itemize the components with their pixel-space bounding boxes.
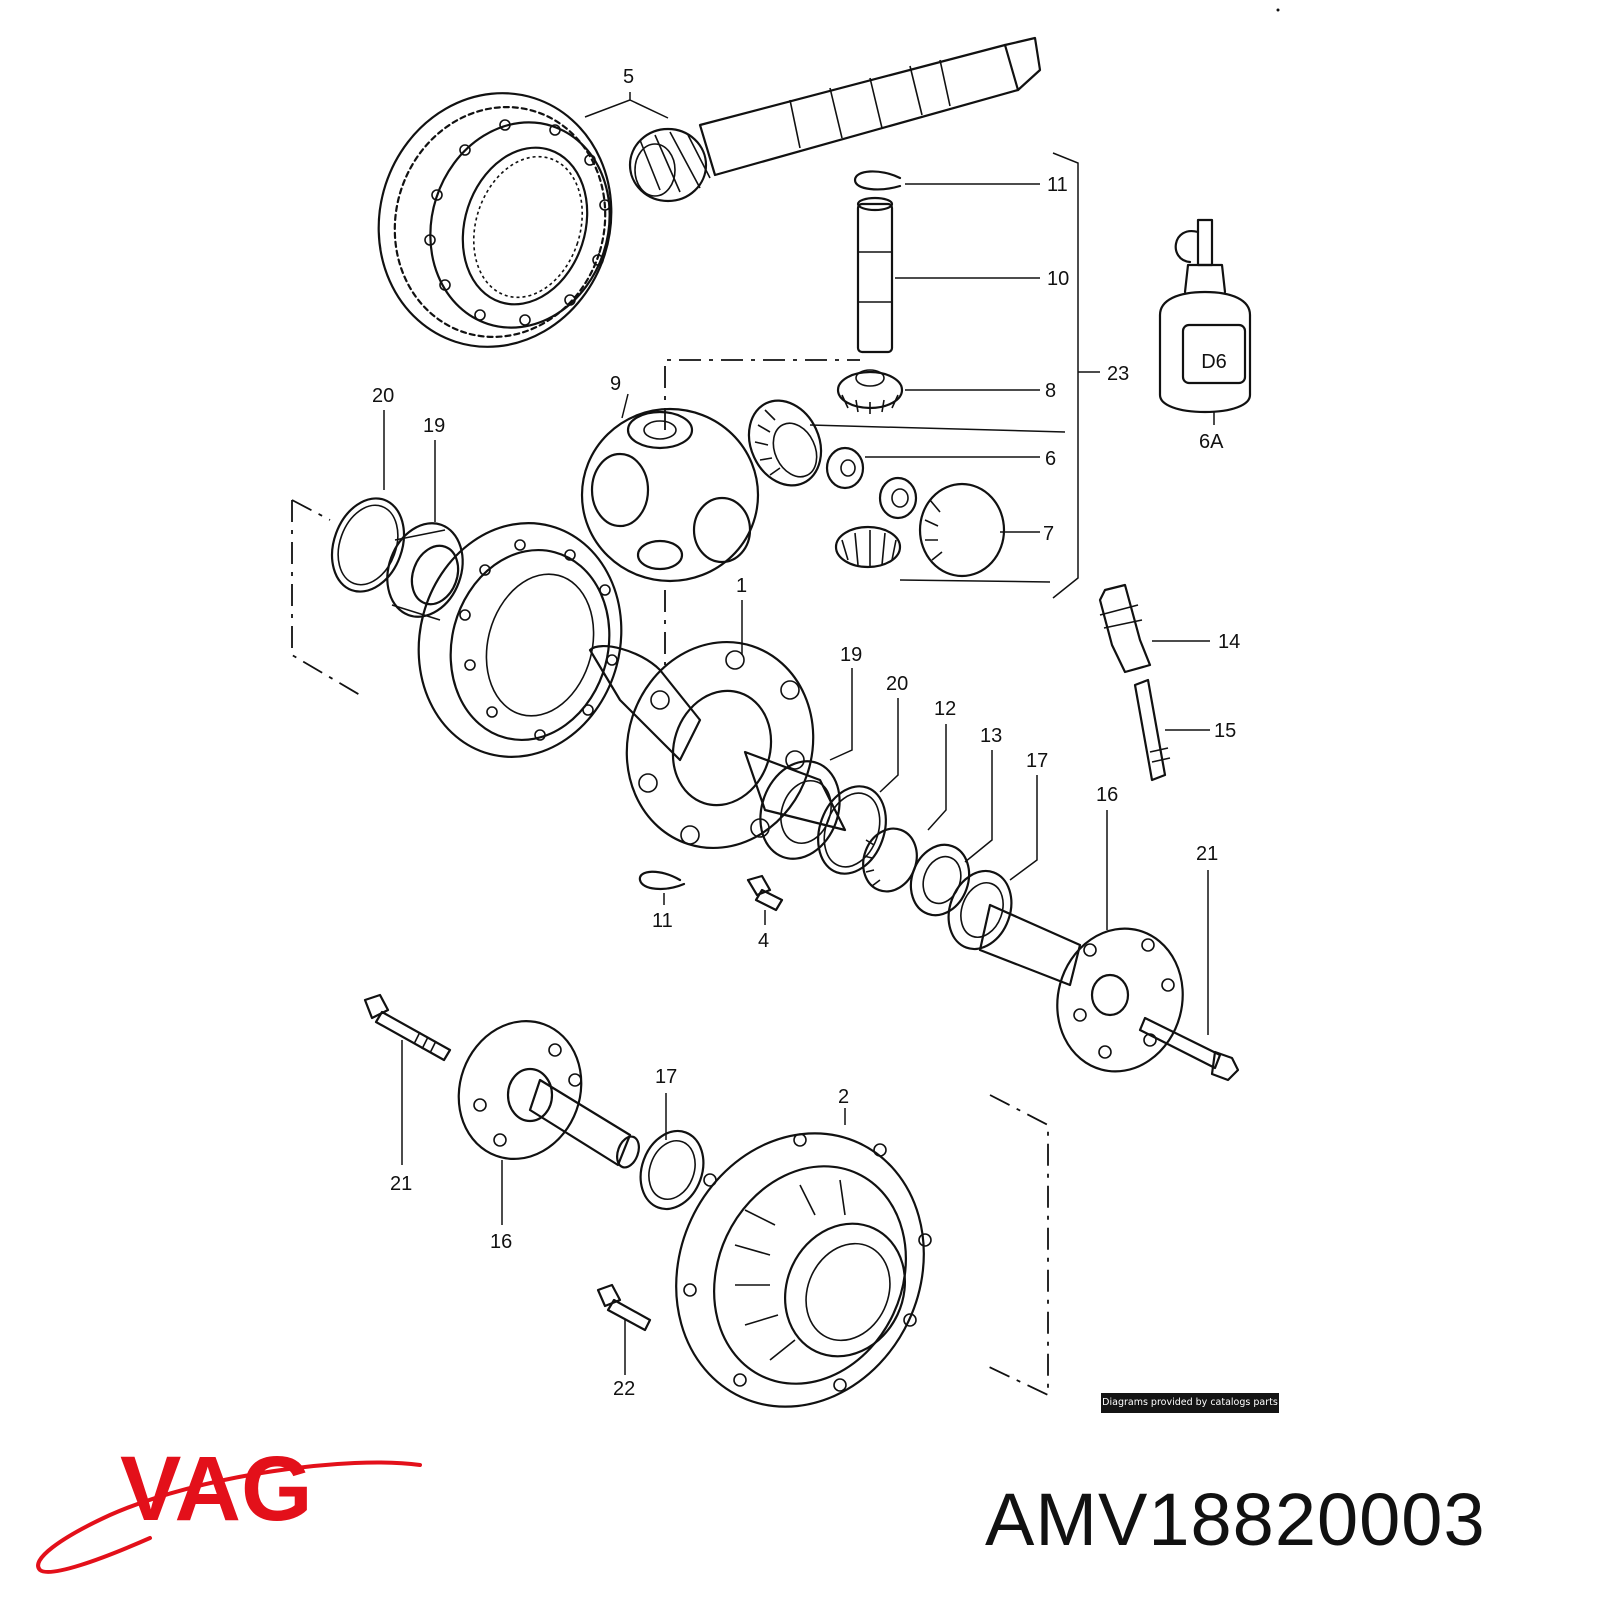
callout-5: 5 [623, 66, 634, 88]
assembly-brackets [291, 152, 1079, 1397]
callout-9: 9 [610, 373, 621, 395]
differential-case-part-9 [580, 407, 760, 583]
speedo-pinion-part-15 [1133, 678, 1171, 782]
callout-19-left: 19 [423, 415, 445, 437]
diagram-credit: Diagrams provided by catalogs parts [1101, 1393, 1279, 1413]
callout-16-right: 16 [1096, 784, 1118, 806]
callout-6a: 6A [1199, 431, 1224, 453]
tapered-bearing-part-19-left [386, 522, 464, 621]
callout-12: 12 [934, 698, 956, 720]
callout-16-left: 16 [490, 1231, 512, 1253]
leader-lines [383, 92, 1215, 1375]
callout-21-left: 21 [390, 1173, 412, 1195]
speedo-housing-part-14 [1098, 583, 1152, 674]
bolt-part-21-left [363, 993, 452, 1062]
callout-8: 8 [1045, 380, 1056, 402]
circlip-part-11-top [853, 170, 902, 191]
ring-gear-left [417, 522, 623, 758]
gear-oil-bottle-part-6a: D6 [1158, 218, 1252, 414]
callout-22: 22 [613, 1378, 635, 1400]
shim-ring-part-20-left [330, 497, 406, 593]
differential-carrier-part-1 [588, 640, 847, 850]
corner-dot [1276, 8, 1280, 12]
side-cover-part-2 [675, 1132, 932, 1408]
flange-shaft-part-16-left [457, 1019, 640, 1169]
differential-pin-part-10 [856, 196, 894, 354]
callout-13: 13 [980, 725, 1002, 747]
callout-17-right: 17 [1026, 750, 1048, 772]
callout-11-top: 11 [1047, 174, 1068, 196]
speedo-drive-gear-part-12 [862, 827, 918, 893]
callout-4: 4 [758, 930, 769, 952]
bolt-part-4 [746, 874, 784, 912]
callout-14: 14 [1218, 631, 1240, 653]
shim-ring-part-20-right [817, 785, 887, 875]
oil-seal-part-17-left [639, 1129, 705, 1211]
part-number: AMV18820003 [985, 1478, 1486, 1561]
callout-labels: 5 11 10 23 8 9 6 6A 7 20 19 1 14 19 20 1… [372, 66, 1240, 1400]
callout-2: 2 [838, 1086, 849, 1108]
callout-7: 7 [1043, 523, 1054, 545]
callout-17-left: 17 [655, 1066, 677, 1088]
bevel-gear-part-6 [747, 399, 865, 490]
callout-10: 10 [1047, 268, 1069, 290]
callout-6: 6 [1045, 448, 1056, 470]
flange-shaft-part-16-right [978, 903, 1184, 1073]
callout-19-right: 19 [840, 644, 862, 666]
callout-11-bottom: 11 [652, 910, 673, 932]
vag-logo: VAG [36, 1438, 422, 1574]
callout-20-right: 20 [886, 673, 908, 695]
callout-23: 23 [1107, 363, 1129, 385]
callout-21-right: 21 [1196, 843, 1218, 865]
nut-part-13 [909, 843, 971, 917]
callout-20-left: 20 [372, 385, 394, 407]
callout-1: 1 [736, 575, 747, 597]
ring-gear-and-pinion-part-5 [377, 36, 1042, 348]
differential-gear-part-8 [836, 369, 904, 414]
bolt-part-21-right [1138, 1016, 1240, 1082]
bolt-part-22 [596, 1283, 652, 1332]
oil-seal-part-17-right [947, 869, 1013, 951]
circlip-part-11-bottom [638, 870, 686, 890]
bevel-gear-part-7 [834, 476, 1006, 578]
callout-15: 15 [1214, 720, 1236, 742]
bottle-label: D6 [1201, 351, 1227, 373]
vag-logo-text: VAG [120, 1438, 313, 1540]
